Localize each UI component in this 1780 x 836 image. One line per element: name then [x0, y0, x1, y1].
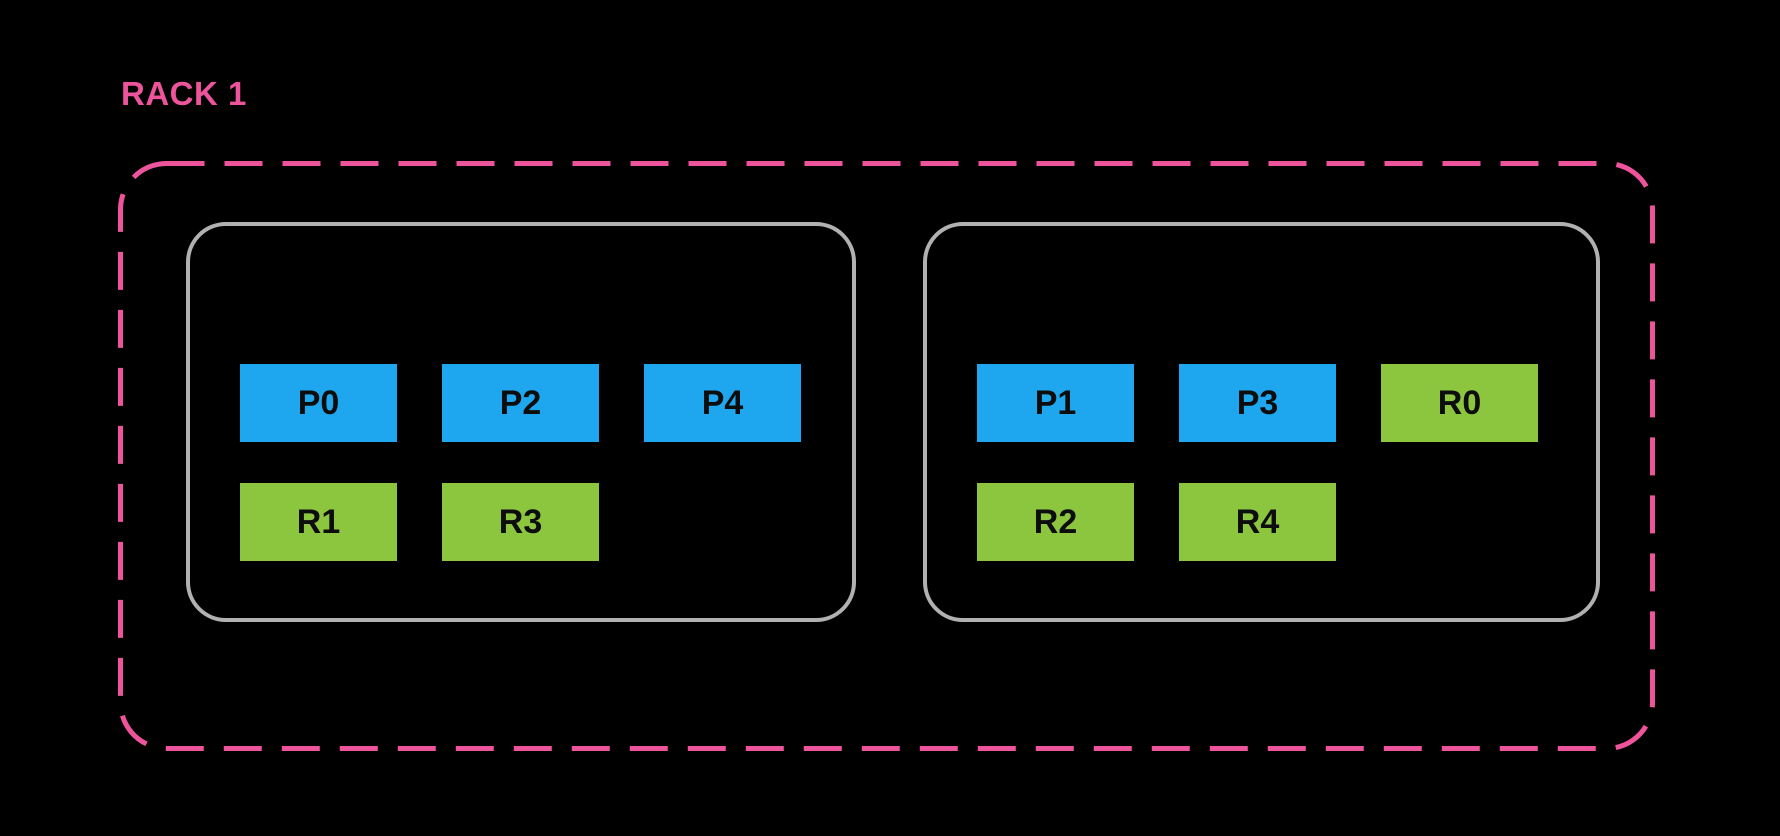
shard-p2: P2	[442, 364, 599, 442]
shard-label: P3	[1236, 383, 1279, 422]
shard-p1: P1	[977, 364, 1134, 442]
shard-r1: R1	[240, 483, 397, 561]
shard-label: P1	[1034, 383, 1077, 422]
shard-label: R1	[296, 502, 341, 541]
shard-r3: R3	[442, 483, 599, 561]
node-2-row-bottom: R2 R4	[977, 483, 1596, 561]
node-1-shards: P0 P2 P4 R1 R3	[190, 226, 852, 561]
rack-title: RACK 1	[121, 75, 247, 112]
shard-label: R4	[1235, 502, 1280, 541]
shard-r2: R2	[977, 483, 1134, 561]
shard-label: R2	[1033, 502, 1078, 541]
shard-r0: R0	[1381, 364, 1538, 442]
shard-label: P2	[499, 383, 542, 422]
node-2-shards: P1 P3 R0 R2 R4	[927, 226, 1596, 561]
node-1-row-top: P0 P2 P4	[240, 364, 852, 442]
node-2: P1 P3 R0 R2 R4	[923, 222, 1600, 622]
shard-p3: P3	[1179, 364, 1336, 442]
shard-label: R0	[1437, 383, 1482, 422]
node-1-row-bottom: R1 R3	[240, 483, 852, 561]
node-1: P0 P2 P4 R1 R3	[186, 222, 856, 622]
shard-label: R3	[498, 502, 543, 541]
shard-p4: P4	[644, 364, 801, 442]
shard-label: P0	[297, 383, 340, 422]
shard-p0: P0	[240, 364, 397, 442]
node-2-row-top: P1 P3 R0	[977, 364, 1596, 442]
shard-r4: R4	[1179, 483, 1336, 561]
shard-label: P4	[701, 383, 744, 422]
